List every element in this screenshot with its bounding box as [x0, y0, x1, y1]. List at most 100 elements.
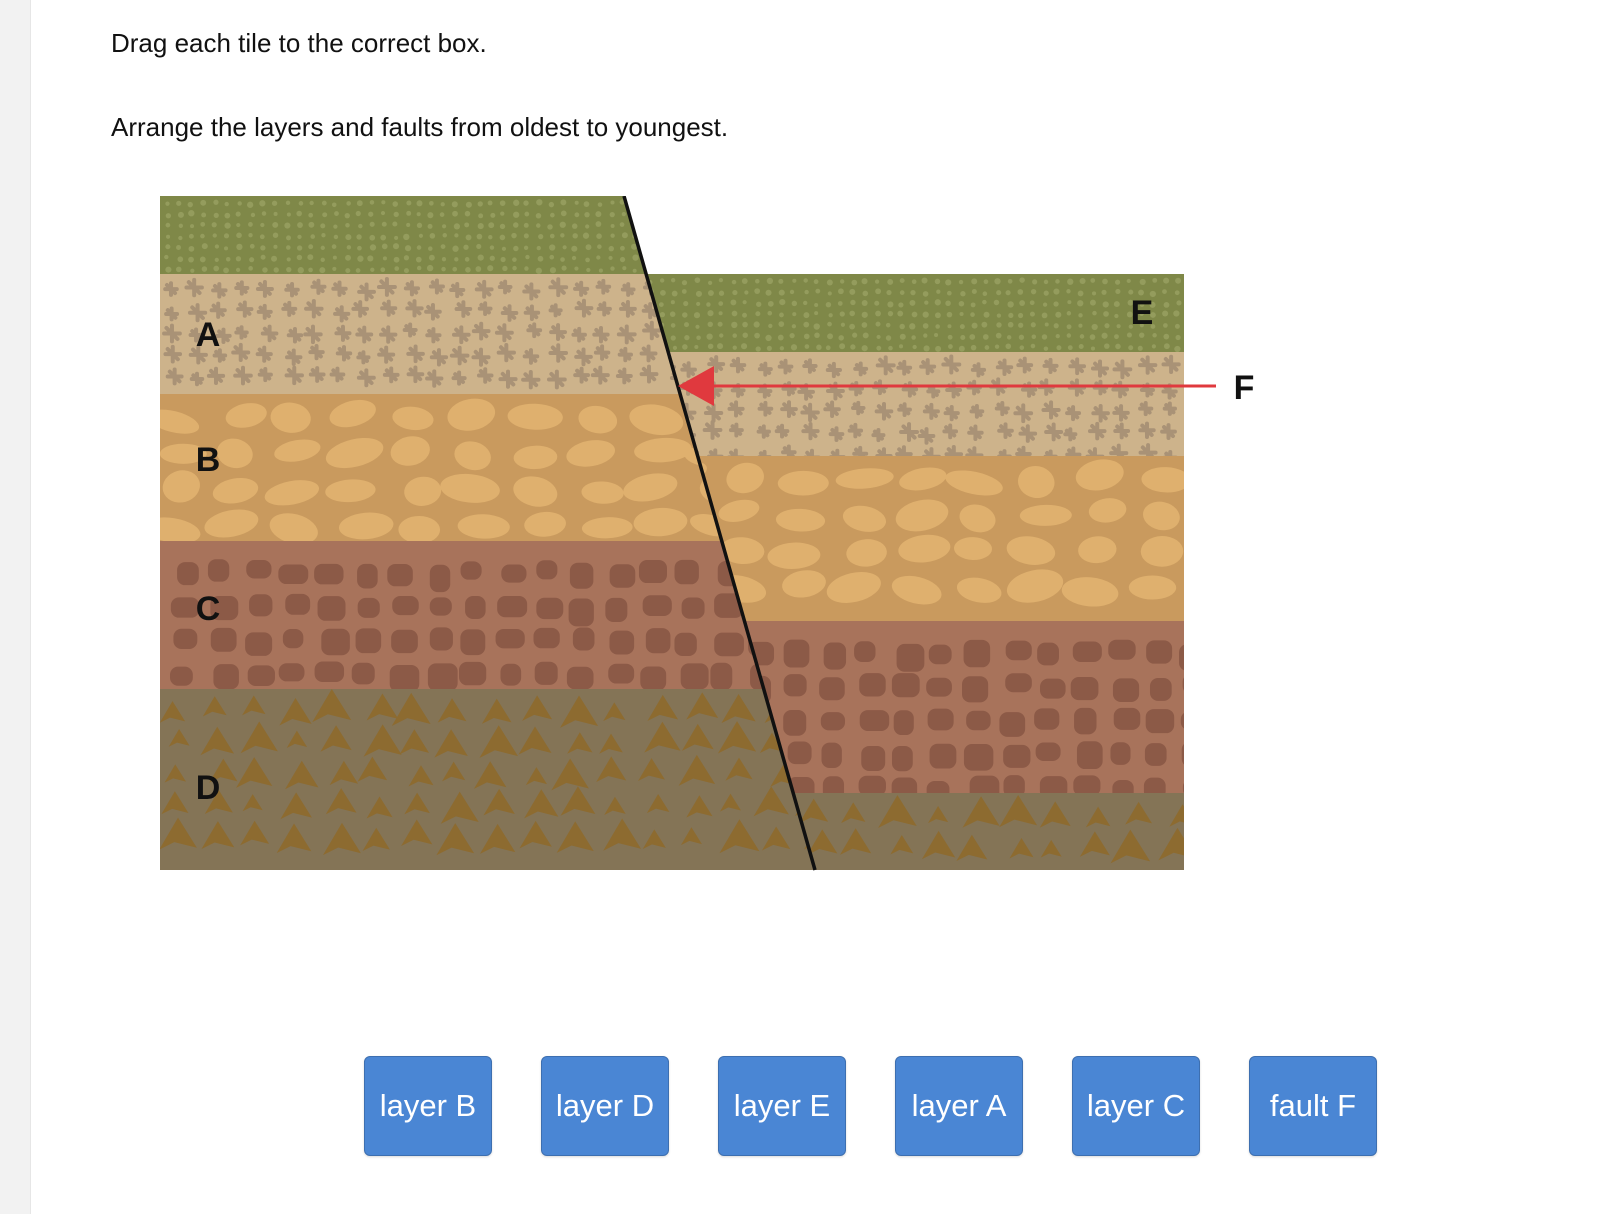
texture-mark	[271, 200, 278, 206]
texture-mark	[744, 290, 749, 295]
texture-mark	[922, 291, 929, 297]
texture-mark	[804, 289, 809, 295]
texture-mark	[272, 221, 279, 228]
texture-mark	[740, 268, 746, 274]
texture-mark	[215, 327, 232, 345]
texture-mark	[160, 409, 200, 434]
tile-layer-a[interactable]: layer A	[895, 1056, 1023, 1156]
texture-mark	[731, 321, 738, 329]
texture-mark	[1089, 299, 1096, 306]
texture-mark	[475, 266, 482, 272]
texture-mark	[788, 255, 795, 261]
texture-mark	[164, 764, 187, 783]
texture-mark	[718, 301, 724, 306]
texture-mark	[994, 344, 1000, 349]
texture-mark	[765, 222, 771, 228]
texture-mark	[381, 243, 388, 250]
tile-layer-c[interactable]: layer C	[1072, 1056, 1200, 1156]
texture-mark	[473, 761, 507, 789]
texture-mark	[1005, 343, 1012, 350]
texture-mark	[260, 324, 279, 343]
texture-mark	[764, 199, 769, 205]
texture-mark	[282, 629, 304, 649]
texture-mark	[1077, 290, 1084, 297]
texture-mark	[1150, 312, 1156, 318]
texture-mark	[351, 662, 375, 685]
texture-mark	[522, 348, 540, 365]
texture-mark	[546, 369, 567, 390]
texture-mark	[479, 823, 516, 854]
texture-mark	[970, 344, 977, 351]
texture-mark	[1102, 278, 1108, 285]
texture-mark	[235, 211, 241, 217]
texture-mark	[742, 300, 747, 305]
texture-mark	[356, 350, 371, 365]
texture-mark	[548, 201, 555, 208]
texture-mark	[926, 677, 952, 697]
texture-mark	[598, 268, 603, 273]
texture-mark	[638, 758, 665, 782]
texture-mark	[849, 235, 854, 240]
texture-mark	[549, 267, 557, 274]
texture-mark	[969, 403, 985, 419]
texture-mark	[1149, 290, 1156, 298]
texture-mark	[777, 358, 794, 375]
texture-mark	[574, 200, 579, 205]
texture-mark	[934, 332, 939, 338]
texture-mark	[356, 234, 362, 240]
texture-mark	[790, 244, 796, 250]
texture-mark	[556, 821, 594, 853]
texture-mark	[777, 234, 784, 241]
texture-mark	[657, 245, 664, 252]
texture-mark	[777, 470, 829, 496]
texture-mark	[536, 597, 564, 620]
texture-mark	[463, 244, 469, 250]
texture-mark	[657, 199, 662, 205]
texture-mark	[859, 673, 886, 697]
texture-mark	[640, 666, 667, 691]
texture-mark	[639, 344, 658, 363]
texture-mark	[513, 476, 558, 507]
texture-mark	[168, 729, 190, 747]
tile-layer-d[interactable]: layer D	[541, 1056, 669, 1156]
texture-mark	[236, 232, 242, 239]
tile-layer-b[interactable]: layer B	[364, 1056, 492, 1156]
tile-layer-e[interactable]: layer E	[718, 1056, 846, 1156]
texture-mark	[560, 257, 565, 262]
tile-fault-f[interactable]: fault F	[1249, 1056, 1377, 1156]
texture-mark	[620, 245, 625, 251]
texture-mark	[1039, 801, 1071, 828]
texture-mark	[842, 505, 887, 532]
texture-mark	[1139, 311, 1144, 316]
texture-mark	[392, 221, 398, 227]
texture-mark	[235, 267, 241, 273]
texture-mark	[223, 233, 230, 239]
texture-mark	[176, 244, 182, 250]
texture-mark	[1067, 345, 1073, 351]
texture-mark	[854, 641, 876, 662]
texture-mark	[165, 213, 172, 219]
texture-mark	[891, 745, 913, 772]
texture-mark	[681, 246, 686, 251]
texture-mark	[684, 322, 690, 328]
texture-mark	[401, 819, 433, 846]
texture-mark	[1067, 278, 1074, 285]
texture-mark	[813, 222, 815, 228]
texture-mark	[260, 245, 266, 251]
texture-mark	[767, 310, 773, 316]
texture-mark	[166, 234, 171, 239]
texture-mark	[1152, 333, 1157, 338]
texture-mark	[629, 404, 684, 436]
texture-mark	[799, 256, 806, 263]
texture-mark	[719, 333, 724, 338]
texture-mark	[402, 322, 418, 338]
texture-mark	[945, 470, 1003, 496]
texture-mark	[1174, 290, 1180, 296]
texture-mark	[891, 575, 942, 605]
texture-mark	[424, 302, 442, 321]
texture-mark	[814, 332, 820, 339]
texture-mark	[820, 712, 846, 731]
texture-mark	[670, 300, 675, 305]
texture-mark	[533, 627, 560, 649]
texture-mark	[789, 289, 795, 295]
